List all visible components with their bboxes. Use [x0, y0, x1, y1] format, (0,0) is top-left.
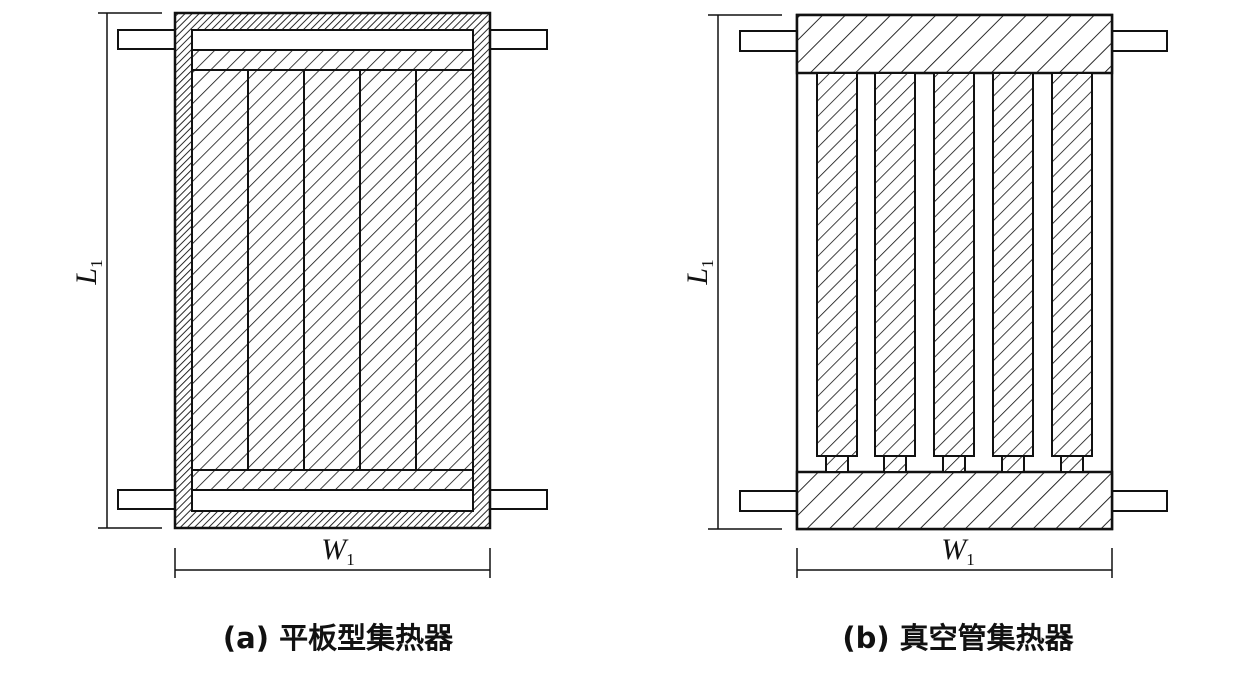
length-dimension: L1 — [70, 12, 162, 529]
svg-text:W1: W1 — [941, 533, 975, 569]
outlet-pipe-top-right — [1110, 30, 1168, 52]
absorber-strip — [247, 69, 305, 471]
absorber-strip — [191, 69, 249, 471]
flat-plate-collector-diagram: L1 W1 (a) 平板型集热器 — [70, 11, 548, 655]
length-label: L — [681, 268, 714, 286]
outlet-pipe-top-right — [488, 29, 548, 50]
svg-text:L1: L1 — [70, 259, 106, 285]
width-label: W — [321, 533, 349, 566]
evacuated-tube — [933, 72, 975, 473]
absorber-strip — [359, 69, 417, 471]
width-dimension: W1 — [174, 533, 491, 578]
evacuated-tube-collector-diagram: L1 W1 (b) 真空管集热器 — [681, 13, 1168, 655]
outlet-pipe-bottom-right — [1110, 490, 1168, 512]
bottom-header-hatched — [191, 469, 474, 491]
width-subscript: 1 — [966, 550, 975, 569]
width-dimension: W1 — [796, 533, 1113, 578]
svg-text:L1: L1 — [681, 259, 717, 285]
bottom-header-manifold — [795, 470, 1114, 531]
evacuated-tube — [992, 72, 1034, 473]
svg-text:W1: W1 — [321, 533, 355, 569]
length-dimension: L1 — [681, 14, 782, 530]
caption-flat-plate: (a) 平板型集热器 — [223, 621, 454, 655]
evacuated-tube — [874, 72, 916, 473]
top-header-manifold — [795, 13, 1114, 75]
caption-evacuated-tube: (b) 真空管集热器 — [842, 621, 1074, 655]
inlet-pipe-bottom-left — [117, 489, 179, 510]
length-subscript: 1 — [87, 259, 106, 268]
inlet-pipe-top-left — [117, 29, 179, 50]
length-subscript: 1 — [698, 259, 717, 268]
outlet-pipe-bottom-right — [488, 489, 548, 510]
top-header-manifold — [191, 29, 474, 51]
evacuated-tube — [816, 72, 858, 473]
inlet-pipe-top-left — [739, 30, 799, 52]
absorber-strip — [303, 69, 361, 471]
absorber-strip — [415, 69, 474, 471]
top-header-hatched — [191, 49, 474, 71]
evacuated-tube — [1051, 72, 1093, 473]
bottom-header-manifold — [191, 489, 474, 512]
width-subscript: 1 — [346, 550, 355, 569]
length-label: L — [70, 268, 103, 286]
inlet-pipe-bottom-left — [739, 490, 799, 512]
width-label: W — [941, 533, 969, 566]
